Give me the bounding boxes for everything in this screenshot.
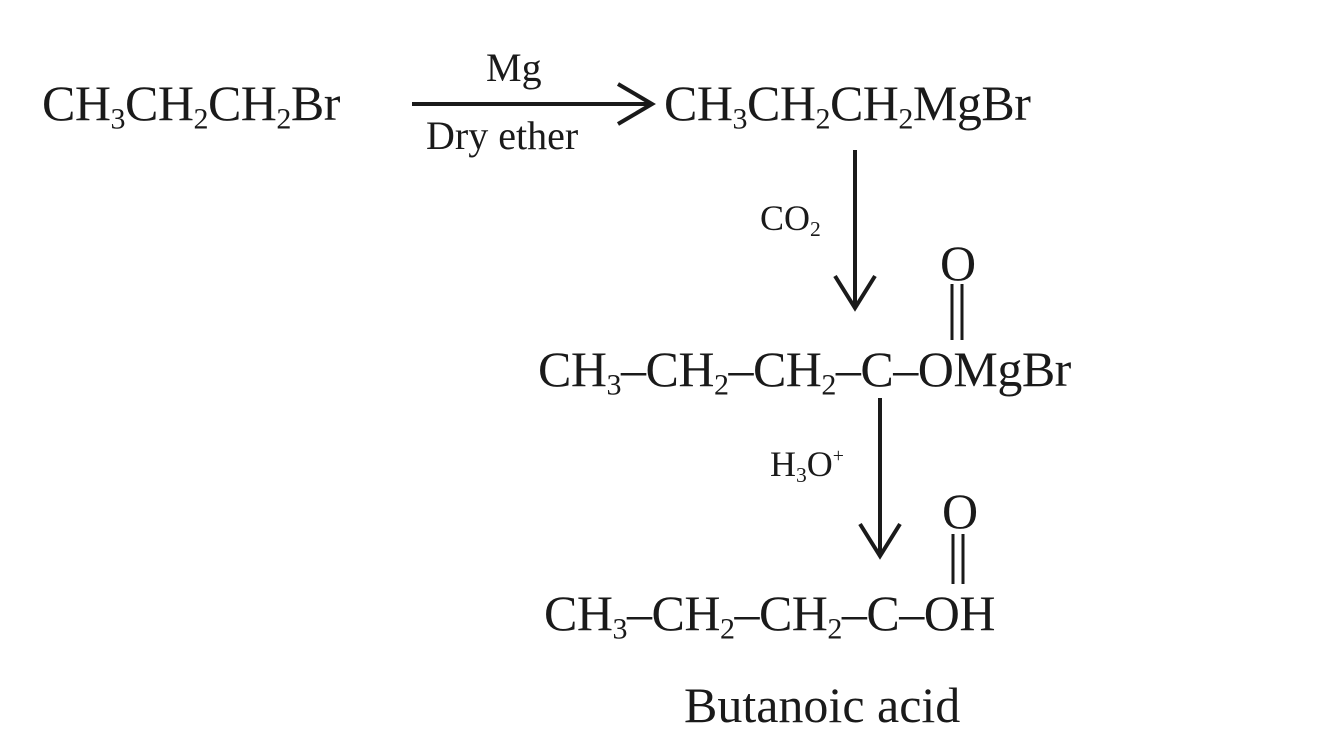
product-name-label: Butanoic acid bbox=[684, 677, 961, 733]
reagent-co2: CO2 bbox=[760, 198, 821, 242]
carbonyl-double-bond-2 bbox=[951, 534, 965, 584]
down-arrow-1 bbox=[833, 150, 877, 312]
horizontal-arrow bbox=[412, 82, 656, 126]
reagent-hydronium: H3O+ bbox=[770, 444, 844, 488]
reagent-dry-ether: Dry ether bbox=[426, 113, 579, 158]
grignard-reagent: CH3CH2CH2MgBr bbox=[664, 75, 1031, 136]
down-arrow-2 bbox=[858, 398, 902, 560]
butanoic-acid-structure: CH3–CH2–CH2–C–OH bbox=[544, 585, 995, 646]
reactant-propyl-bromide: CH3CH2CH2Br bbox=[42, 75, 340, 136]
reagent-mg: Mg bbox=[486, 45, 542, 90]
carbonyl-oxygen-2: O bbox=[942, 483, 979, 539]
carbonyl-oxygen-1: O bbox=[940, 235, 977, 291]
magnesium-carboxylate: CH3–CH2–CH2–C–OMgBr bbox=[538, 341, 1071, 402]
carbonyl-double-bond-1 bbox=[950, 284, 964, 340]
